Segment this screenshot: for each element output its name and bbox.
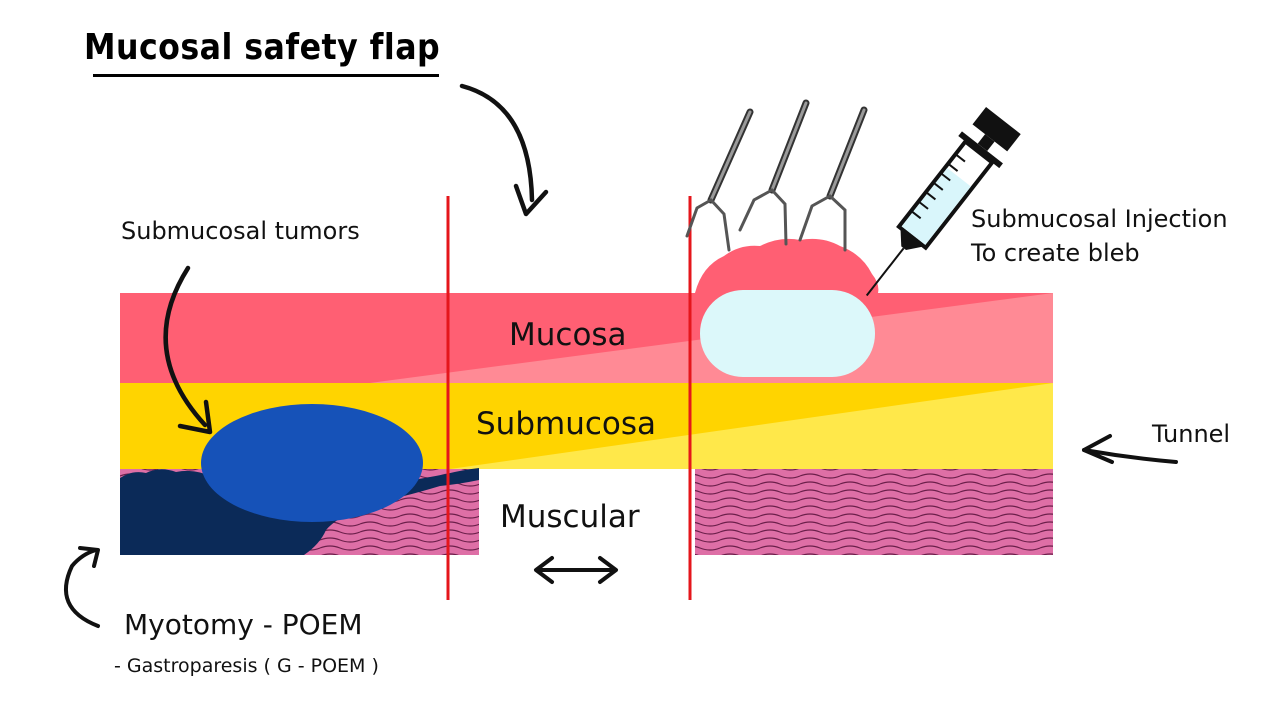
- muscular-layer-right: [695, 469, 1053, 555]
- diagram-title: Mucosal safety flap: [84, 27, 441, 68]
- arrow-tunnel: [1082, 434, 1178, 464]
- label-submucosa: Submucosa: [476, 406, 657, 442]
- label-mucosa: Mucosa: [509, 317, 627, 353]
- label-gastroparesis: - Gastroparesis ( G - POEM ): [114, 655, 379, 677]
- arrow-to-tumor: [163, 265, 213, 435]
- label-myotomy: Myotomy - POEM: [124, 608, 363, 641]
- clip-tool-3: [798, 106, 868, 252]
- arrow-myotomy: [63, 546, 100, 628]
- label-injection-line1: Submucosal Injection: [971, 205, 1228, 233]
- arrow-title-to-flap: [459, 83, 549, 217]
- syringe-icon: [865, 106, 1021, 297]
- label-muscular: Muscular: [500, 499, 640, 535]
- label-submucosal-tumors: Submucosal tumors: [121, 217, 360, 245]
- clip-tool-2: [738, 99, 810, 246]
- title-underline: [93, 74, 439, 77]
- submucosal-tumor: [201, 404, 423, 522]
- submucosa-highlight: [450, 383, 1053, 469]
- mucosa-bump: [695, 238, 879, 293]
- label-tunnel: Tunnel: [1152, 420, 1231, 448]
- injection-bleb: [700, 290, 875, 377]
- double-arrow-muscular: [534, 556, 618, 584]
- clip-tool-1: [685, 108, 754, 252]
- label-injection-line2: To create bleb: [971, 239, 1140, 267]
